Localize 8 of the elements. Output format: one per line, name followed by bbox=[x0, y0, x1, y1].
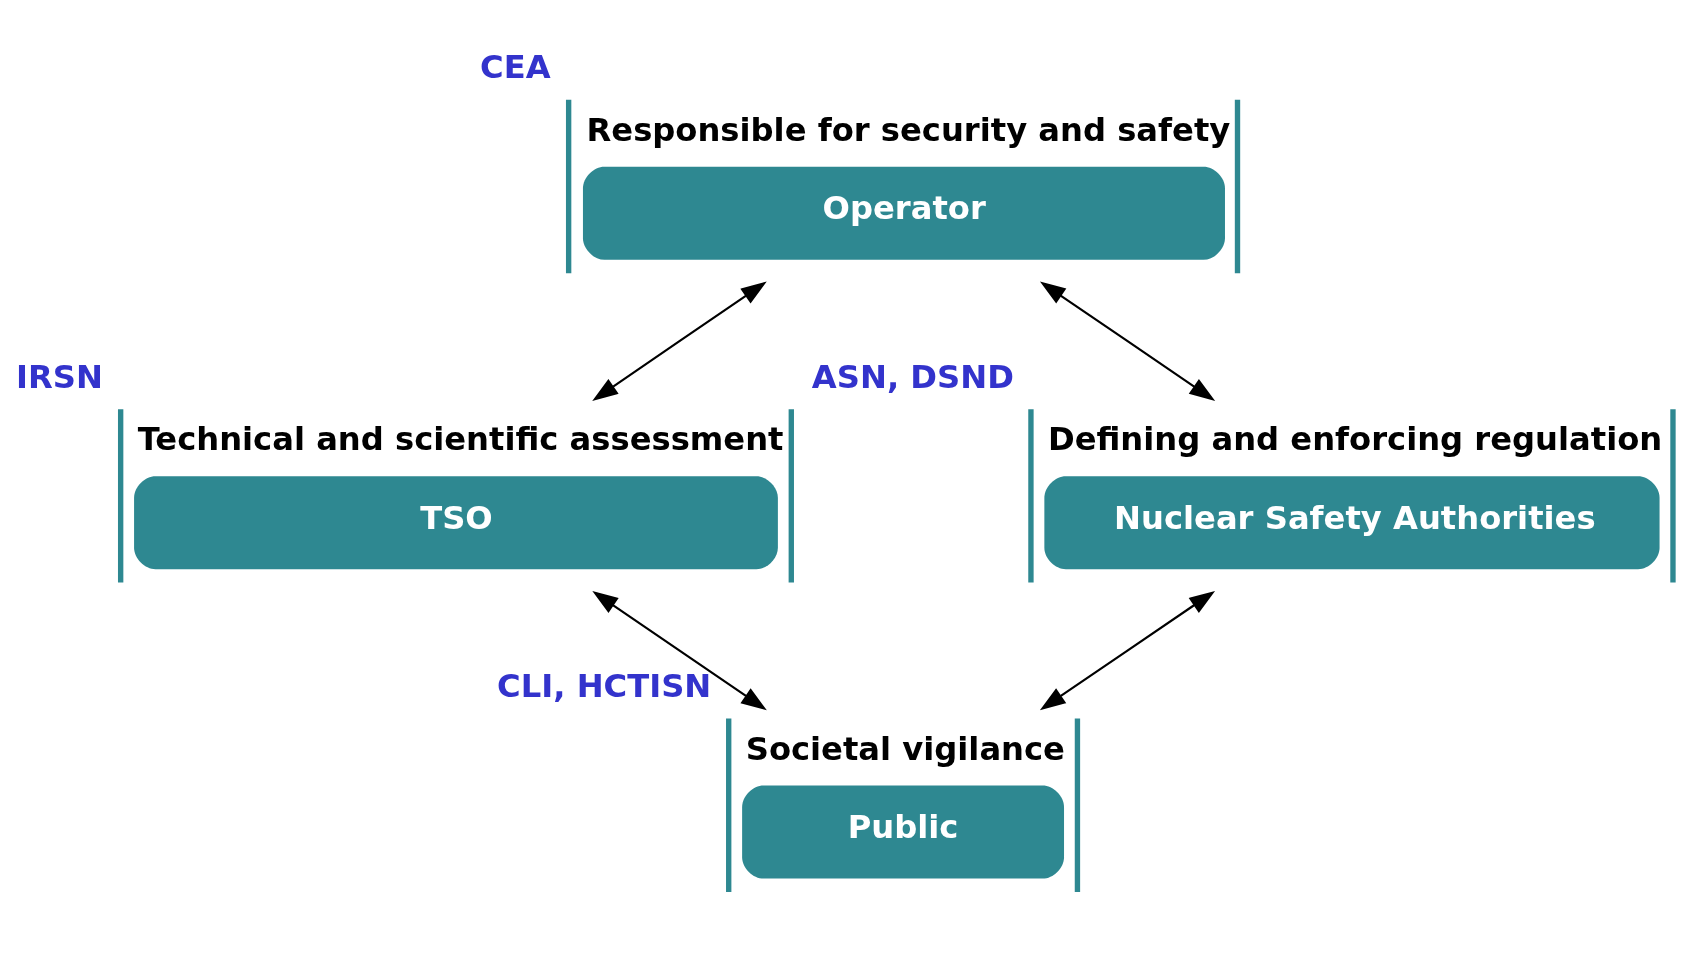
node-label: CLI, HCTISN bbox=[497, 666, 712, 705]
arrow bbox=[1039, 590, 1216, 710]
arrow bbox=[592, 281, 767, 401]
node-label: ASN, DSND bbox=[811, 357, 1014, 396]
arrow bbox=[592, 590, 767, 710]
node-label: IRSN bbox=[16, 357, 103, 396]
arrow bbox=[1039, 281, 1216, 401]
node-label: CEA bbox=[480, 47, 551, 86]
